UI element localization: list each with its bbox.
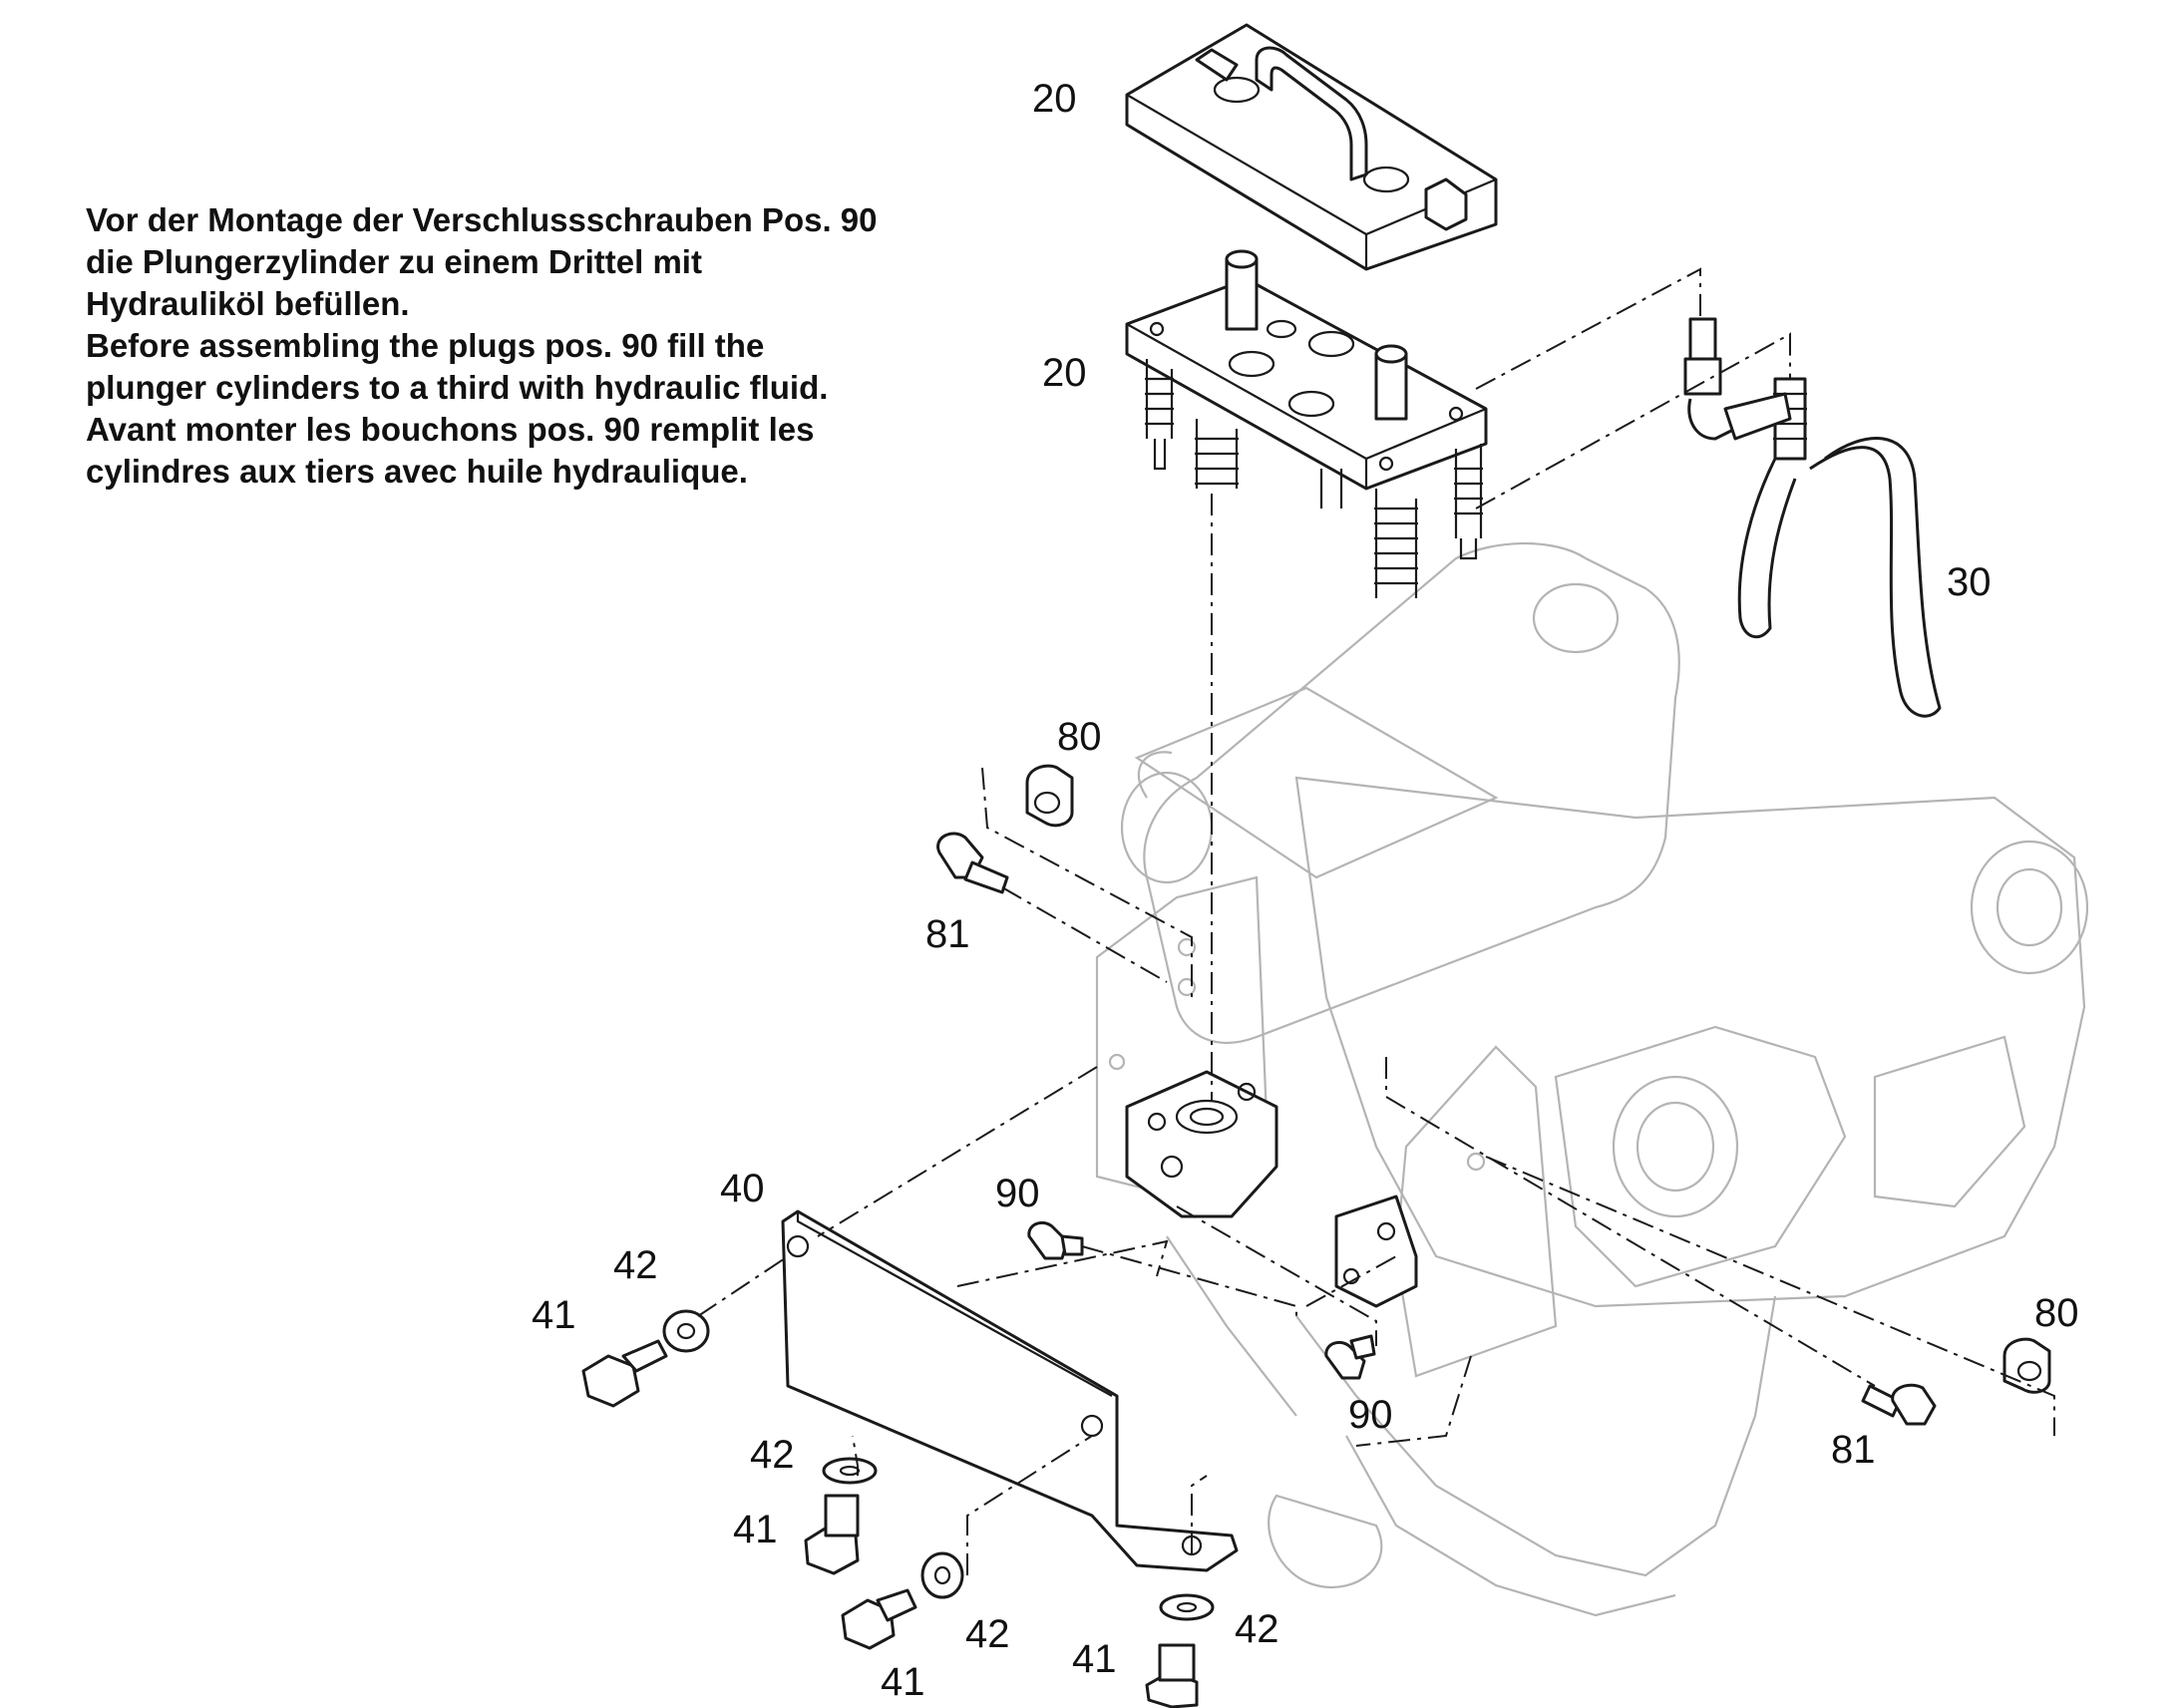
note-line-en-2: plunger cylinders to a third with hydrau… <box>86 369 829 406</box>
label-42-washer-a: 42 <box>613 1243 658 1287</box>
assembly-centerlines <box>697 267 2055 1575</box>
label-42-washer-d: 42 <box>1235 1607 1279 1651</box>
label-41-bolt-b: 41 <box>733 1508 778 1551</box>
note-line-de-3: Hydrauliköl befüllen. <box>86 285 410 322</box>
quick-coupler-housing-ghost <box>1120 541 2089 1617</box>
label-41-bolt-d: 41 <box>1072 1637 1117 1681</box>
label-80-spacer-right: 80 <box>2034 1291 2079 1335</box>
label-40-bracket: 40 <box>720 1167 765 1210</box>
spacer-left <box>1025 764 1074 828</box>
label-90-plug-lower: 90 <box>1348 1393 1393 1437</box>
hydraulic-hose <box>1683 317 1942 718</box>
note-line-de-2: die Plungerzylinder zu einem Drittel mit <box>86 243 702 280</box>
label-20-valve-block: 20 <box>1042 351 1087 395</box>
note-line-en-1: Before assembling the plugs pos. 90 fill… <box>86 327 765 364</box>
label-80-spacer-left: 80 <box>1057 715 1102 759</box>
cover-plate <box>1125 23 1498 271</box>
washer-b <box>822 1457 878 1485</box>
label-81-screw-left: 81 <box>925 912 970 956</box>
washer-a <box>662 1309 710 1353</box>
bolt-b <box>804 1494 860 1575</box>
bolt-a <box>581 1339 668 1408</box>
label-41-bolt-a: 41 <box>532 1293 576 1337</box>
washer-d <box>1159 1593 1215 1621</box>
assembly-instruction-note: Vor der Montage der Verschlussschrauben … <box>86 199 1023 493</box>
bolt-c <box>841 1588 917 1650</box>
label-42-washer-b: 42 <box>750 1433 795 1477</box>
note-line-fr-1: Avant monter les bouchons pos. 90 rempli… <box>86 411 815 448</box>
plug-upper <box>1027 1220 1084 1260</box>
note-line-fr-2: cylindres aux tiers avec huile hydrauliq… <box>86 453 748 490</box>
bolt-d <box>1145 1643 1199 1708</box>
mounting-bracket <box>781 1209 1239 1572</box>
label-41-bolt-c: 41 <box>881 1660 925 1704</box>
spacer-right <box>2002 1337 2051 1394</box>
screw-left <box>936 832 1009 894</box>
valve-block <box>1125 249 1488 598</box>
plug-lower <box>1324 1334 1376 1380</box>
label-20-cover-plate: 20 <box>1032 77 1077 121</box>
note-line-de-1: Vor der Montage der Verschlussschrauben … <box>86 201 878 238</box>
screw-right <box>1861 1383 1937 1426</box>
label-81-screw-right: 81 <box>1831 1428 1876 1472</box>
washer-c <box>920 1551 964 1599</box>
label-30-hose: 30 <box>1947 560 1992 604</box>
label-90-plug-upper: 90 <box>995 1172 1040 1215</box>
label-42-washer-c: 42 <box>965 1612 1010 1656</box>
position-labels: 20 20 30 80 81 40 90 42 41 42 41 42 41 4… <box>532 77 2079 1704</box>
